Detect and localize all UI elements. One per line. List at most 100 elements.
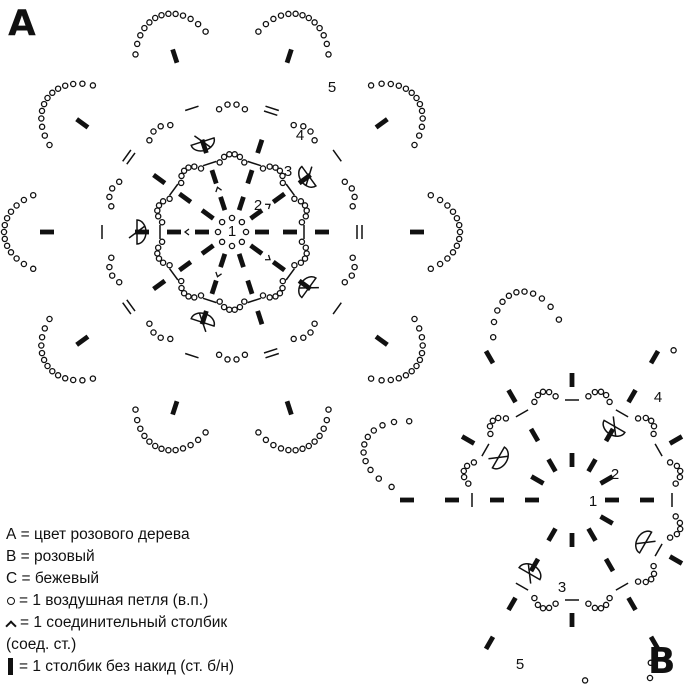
chain-stitch-mark — [367, 466, 374, 474]
chain-stitch-mark — [378, 377, 385, 384]
chain-stitch-mark — [388, 483, 395, 491]
chain-stitch-mark — [220, 303, 228, 311]
chain-stitch-mark — [178, 284, 185, 292]
sc-stitch-mark — [569, 613, 575, 627]
chain-stitch-mark — [676, 473, 684, 481]
chain-stitch-mark — [351, 263, 358, 271]
sc-stitch-mark — [75, 334, 90, 347]
stitch-tick-mark — [122, 302, 132, 315]
chain-stitch-mark — [529, 290, 537, 297]
chain-stitch-mark — [220, 153, 228, 161]
chain-stitch-mark — [172, 10, 179, 18]
chain-stitch-mark — [292, 446, 299, 454]
chain-stitch-mark — [634, 578, 642, 585]
chain-stitch-mark — [378, 80, 385, 87]
chain-stitch-mark — [298, 218, 306, 226]
stitch-tick-mark — [202, 160, 217, 167]
chain-stitch-mark — [137, 32, 144, 39]
stitch-tick-mark — [654, 543, 663, 557]
chain-stitch-mark — [238, 218, 246, 226]
chain-stitch-mark — [141, 24, 148, 32]
chain-stitch-mark — [642, 414, 650, 422]
chain-stitch-mark — [231, 151, 238, 158]
chain-stitch-mark — [13, 255, 20, 262]
chain-stitch-mark — [361, 441, 368, 448]
chain-stitch-mark — [179, 445, 187, 452]
sc-stitch-mark — [200, 243, 215, 256]
chain-stitch-mark — [591, 388, 599, 396]
round-label-b-2: 2 — [611, 466, 619, 483]
chain-stitch-mark — [158, 11, 165, 19]
round-label-b-3: 3 — [558, 579, 566, 596]
chain-stitch-mark — [581, 677, 589, 684]
cluster-stitch-mark — [527, 563, 532, 584]
chain-stitch-mark — [513, 289, 520, 296]
chain-stitch-mark — [341, 178, 349, 186]
chain-stitch-mark — [41, 325, 49, 332]
round-label-b-1: 1 — [589, 493, 597, 510]
sc-stitch-mark — [626, 596, 638, 612]
chain-stitch-mark — [387, 80, 395, 88]
chain-stitch-mark — [585, 393, 592, 400]
chain-stitch-mark — [489, 333, 497, 341]
cluster-stitch-mark — [190, 136, 216, 152]
chain-stitch-mark — [307, 329, 314, 336]
chain-stitch-mark — [325, 51, 332, 58]
sc-stitch-mark — [200, 208, 215, 221]
chain-stitch-mark — [154, 213, 162, 220]
chain-stitch-mark — [303, 250, 310, 257]
chain-stitch-mark — [676, 525, 684, 533]
sc-stitch-mark — [40, 229, 54, 235]
sc-stitch-mark — [483, 349, 496, 365]
sc-stitch-mark — [460, 434, 476, 446]
chain-stitch-mark — [486, 422, 494, 430]
chain-stitch-mark — [236, 153, 244, 161]
chain-stitch-mark — [155, 202, 163, 209]
chain-stitch-mark — [137, 425, 144, 432]
chain-stitch-mark — [115, 178, 123, 186]
chain-stitch-mark — [456, 228, 464, 236]
chain-stitch-mark — [538, 295, 546, 302]
chain-stitch-mark — [647, 575, 655, 583]
chain-stitch-mark — [666, 459, 674, 466]
sc-stitch-mark — [255, 139, 265, 154]
cluster-stitch-mark — [612, 416, 617, 437]
chain-stitch-mark — [150, 329, 157, 336]
chain-stitch-mark — [108, 203, 115, 210]
cluster-stitch-mark — [491, 446, 509, 470]
chain-stitch-mark — [348, 185, 356, 192]
chain-stitch-mark — [178, 172, 185, 180]
chain-stitch-mark — [146, 19, 153, 26]
cluster-stitch-mark — [190, 312, 216, 328]
chain-stitch-mark — [151, 14, 159, 22]
chain-stitch-mark — [490, 318, 498, 326]
chain-stitch-mark — [290, 121, 297, 129]
sc-stitch-mark — [170, 400, 180, 416]
stitch-tick-mark — [168, 183, 179, 196]
chain-stitch-mark — [673, 462, 681, 470]
sc-stitch-mark — [152, 173, 167, 186]
chain-stitch-mark — [299, 445, 306, 453]
chain-stitch-mark — [49, 367, 56, 375]
chain-stitch-mark — [279, 172, 286, 180]
chain-stitch-mark — [40, 100, 48, 108]
chain-stitch-mark — [302, 244, 310, 251]
chain-stitch-mark — [218, 238, 226, 246]
sc-stitch-mark — [648, 349, 661, 365]
sc-stitch-mark — [530, 474, 545, 486]
legend-row-slip-abbr: (соед. ст.) — [6, 634, 306, 656]
sc-stitch-mark — [525, 497, 539, 503]
sc-stitch-mark — [195, 229, 209, 235]
chain-stitch-mark — [606, 594, 613, 602]
chain-stitch-mark — [132, 51, 139, 58]
chain-stitch-mark — [159, 198, 167, 205]
cluster-stitch-mark — [298, 165, 318, 188]
chain-stitch-mark — [157, 123, 164, 130]
chain-stitch-mark — [179, 12, 187, 19]
chain-stitch-mark — [650, 562, 657, 570]
chain-stitch-mark — [166, 195, 173, 203]
sc-stitch-mark — [626, 388, 638, 404]
chain-stitch-mark — [165, 10, 172, 18]
chain-stitch-mark — [79, 377, 86, 384]
